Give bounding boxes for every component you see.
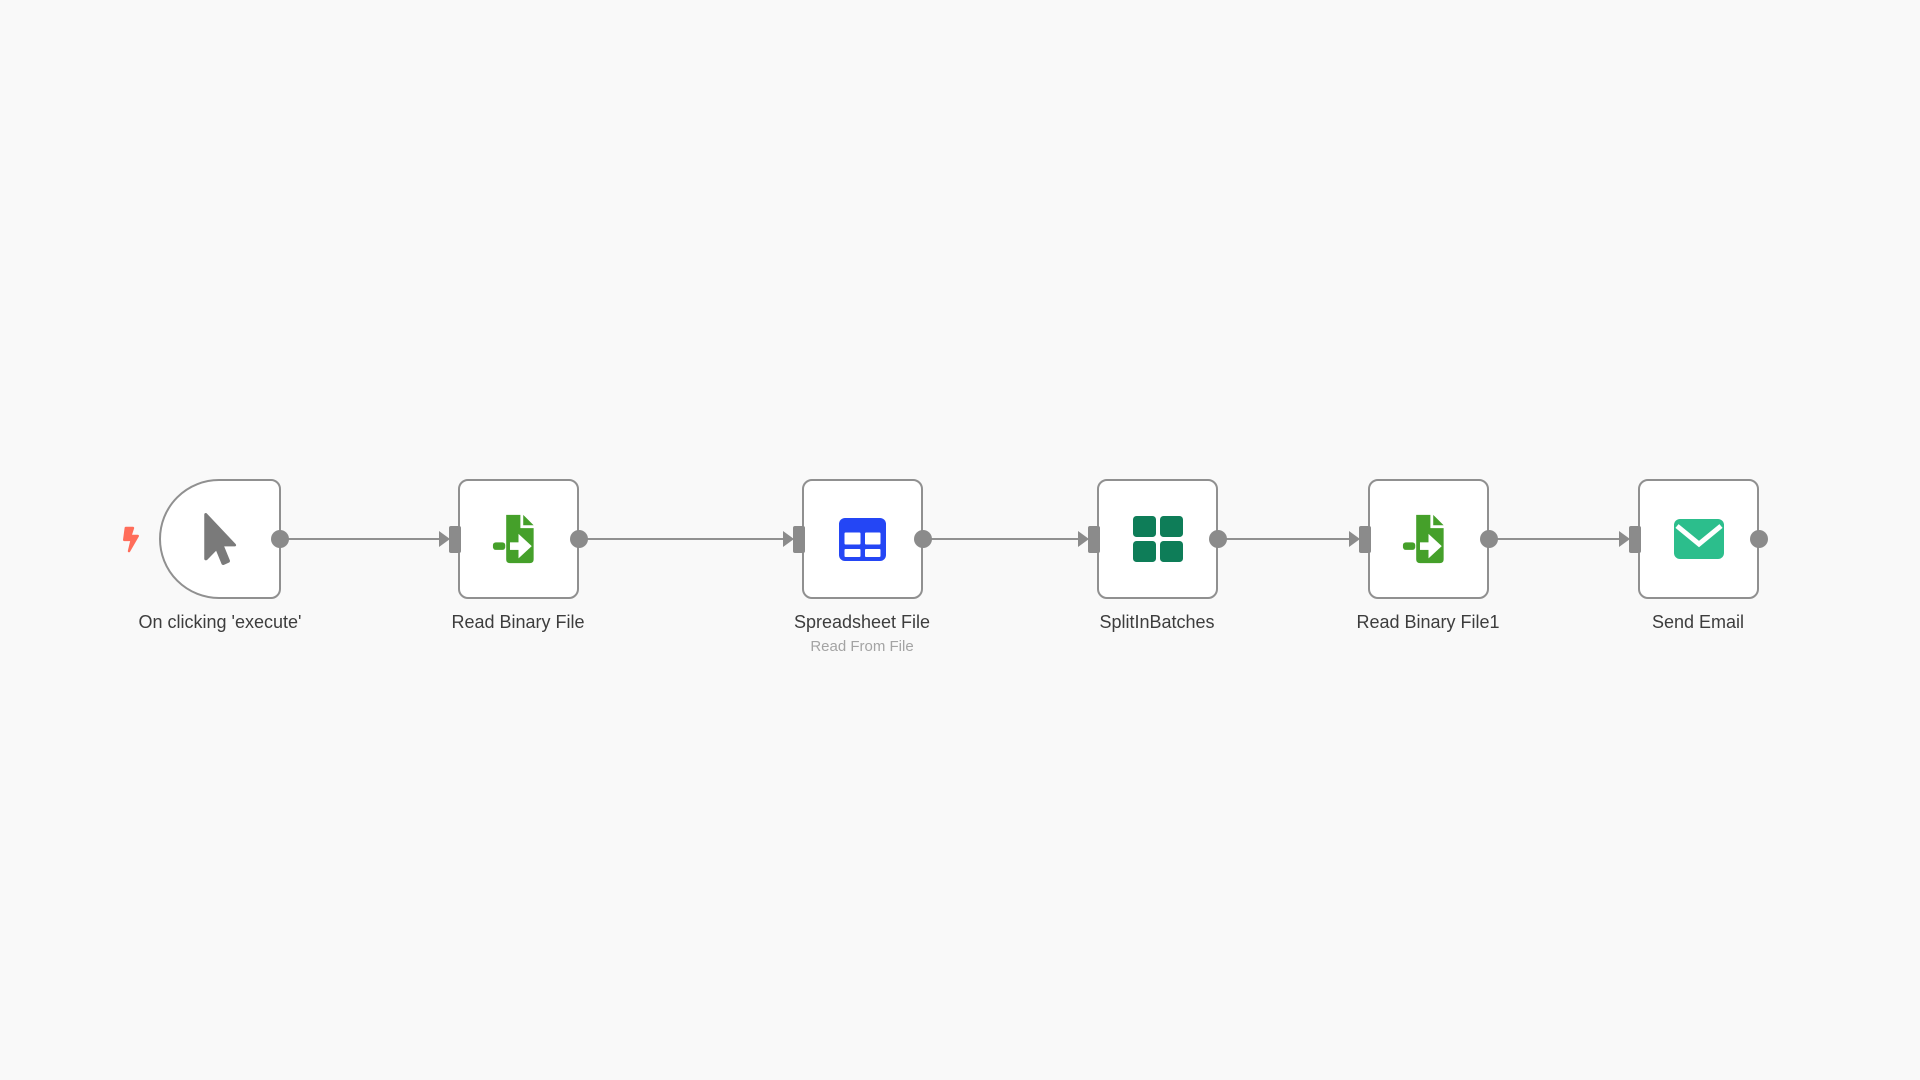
node-subtitle: Read From File (810, 638, 914, 655)
output-endpoint[interactable] (1480, 530, 1498, 548)
grid-icon (1132, 516, 1183, 562)
connection-wire[interactable] (280, 538, 439, 540)
connection-wire[interactable] (1218, 538, 1349, 540)
input-endpoint-arrow-icon[interactable] (439, 531, 450, 547)
input-endpoint[interactable] (1629, 526, 1641, 553)
node-spreadsheet-file[interactable] (802, 479, 923, 599)
node-read-binary-file1[interactable] (1368, 479, 1489, 599)
node-label: Read Binary File1 (1356, 612, 1500, 632)
node-send-email[interactable] (1638, 479, 1759, 599)
output-endpoint[interactable] (1209, 530, 1227, 548)
output-endpoint[interactable] (570, 530, 588, 548)
connection-wire[interactable] (1489, 538, 1619, 540)
input-endpoint-arrow-icon[interactable] (1349, 531, 1360, 547)
input-endpoint[interactable] (1088, 526, 1100, 553)
input-endpoint-arrow-icon[interactable] (1619, 531, 1630, 547)
lightning-bolt-icon (123, 526, 139, 553)
node-label: Send Email (1651, 612, 1745, 632)
file-import-icon (492, 514, 534, 563)
node-splitinbatches[interactable] (1097, 479, 1218, 599)
output-endpoint[interactable] (271, 530, 289, 548)
input-endpoint[interactable] (449, 526, 461, 553)
node-label: Spreadsheet File (793, 612, 931, 632)
input-endpoint-arrow-icon[interactable] (1078, 531, 1089, 547)
input-endpoint[interactable] (1359, 526, 1371, 553)
output-endpoint[interactable] (1750, 530, 1768, 548)
output-endpoint[interactable] (914, 530, 932, 548)
node-label: Read Binary File (451, 612, 585, 632)
table-icon (839, 517, 886, 561)
input-endpoint-arrow-icon[interactable] (783, 531, 794, 547)
input-endpoint[interactable] (793, 526, 805, 553)
node-on-clicking-execute[interactable] (159, 479, 281, 599)
envelope-icon (1673, 519, 1724, 559)
mouse-pointer-icon (203, 513, 236, 565)
connection-wire[interactable] (923, 538, 1078, 540)
connection-wire[interactable] (579, 538, 783, 540)
node-read-binary-file[interactable] (458, 479, 579, 599)
node-label: SplitInBatches (1099, 612, 1215, 632)
file-import-icon (1402, 514, 1444, 563)
node-label: On clicking 'execute' (138, 612, 302, 632)
